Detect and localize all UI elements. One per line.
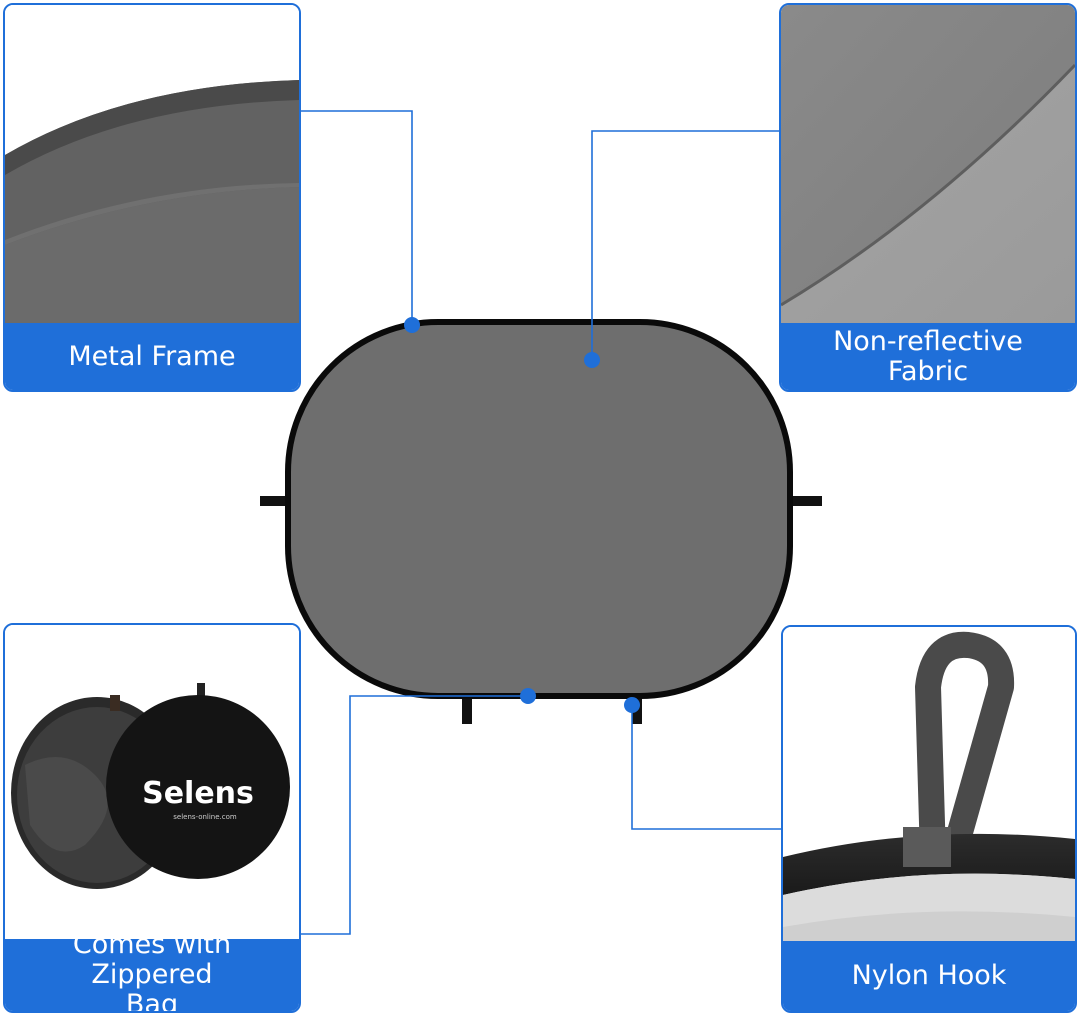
metal-frame-text: Metal Frame xyxy=(68,340,236,372)
brand-logo: Selens xyxy=(142,776,254,811)
right-tab xyxy=(782,496,822,506)
fabric-card: Non-reflective Fabric xyxy=(779,3,1077,392)
callout-dot-hook xyxy=(624,697,640,713)
metal-frame-card: Metal Frame xyxy=(3,3,301,392)
bottom-tab-left xyxy=(462,690,472,724)
bag-card: Selens selens-online.com Comes with Zipp… xyxy=(3,623,301,1013)
fabric-photo xyxy=(781,5,1075,327)
fabric-text-line1: Non-reflective xyxy=(833,325,1023,357)
fabric-label: Non-reflective Fabric xyxy=(781,323,1075,390)
connector-hook xyxy=(631,705,781,830)
bag-photo: Selens selens-online.com xyxy=(5,625,299,943)
hook-label: Nylon Hook xyxy=(783,941,1075,1011)
bag-label: Comes with Zippered Bag xyxy=(5,930,299,1013)
connector-metal-frame xyxy=(301,110,413,324)
hook-text: Nylon Hook xyxy=(851,960,1007,991)
hook-card: Nylon Hook xyxy=(781,625,1077,1013)
fabric-text-line2: Fabric xyxy=(887,355,969,387)
connector-fabric xyxy=(591,130,779,360)
collapsible-backdrop xyxy=(285,319,793,699)
callout-dot-metal-frame xyxy=(404,317,420,333)
connector-bag xyxy=(301,695,528,935)
bag-text-line1: Comes with Zippered xyxy=(72,929,232,990)
callout-dot-bag xyxy=(520,688,536,704)
bag-text-line2: Bag xyxy=(125,989,179,1013)
metal-frame-label: Metal Frame xyxy=(5,323,299,390)
metal-frame-photo xyxy=(5,5,299,327)
left-tab xyxy=(260,496,302,506)
brand-url: selens-online.com xyxy=(173,813,237,821)
callout-dot-fabric xyxy=(584,352,600,368)
hook-photo xyxy=(783,627,1075,945)
